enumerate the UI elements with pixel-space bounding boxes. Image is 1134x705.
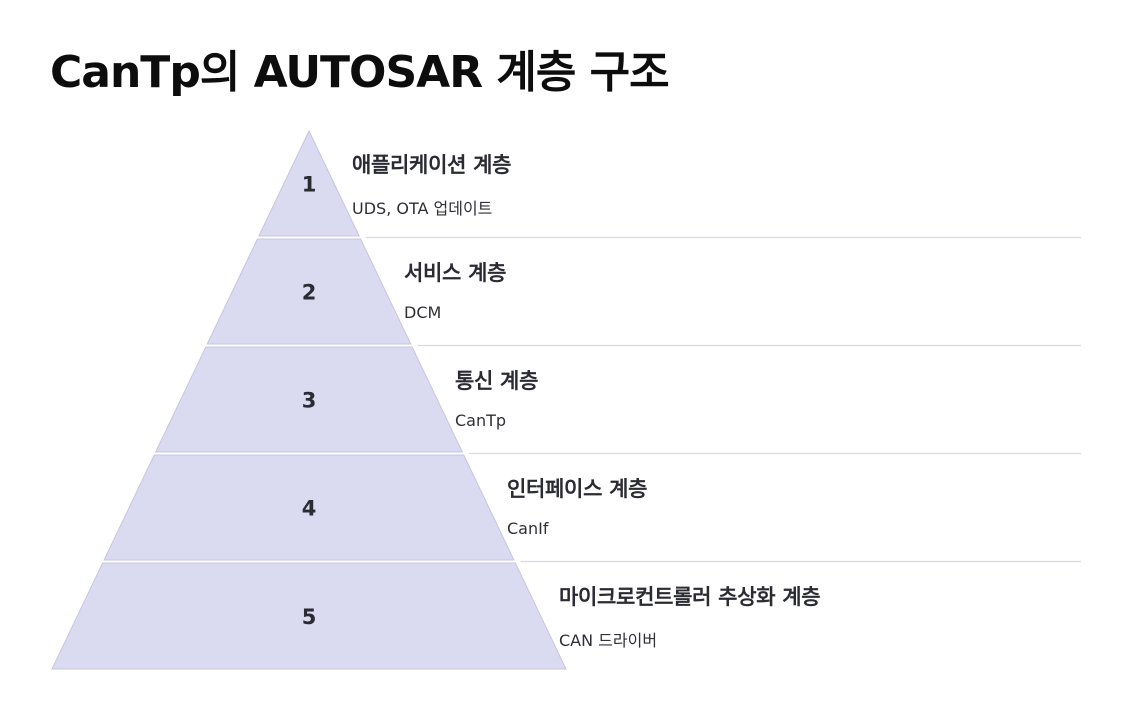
pyramid-tier-3 <box>154 346 464 453</box>
layer-4-title: 인터페이스 계층 <box>507 477 648 501</box>
tier-3-number: 3 <box>302 389 317 413</box>
layer-4-text: 인터페이스 계층 CanIf <box>507 473 647 538</box>
tier-4-number: 4 <box>302 497 317 521</box>
tier-1-number: 1 <box>302 173 317 197</box>
layer-1-description: UDS, OTA 업데이트 <box>352 199 493 218</box>
layer-2-title: 서비스 계층 <box>404 261 507 285</box>
pyramid-tier-2 <box>206 238 412 345</box>
pyramid-tier-5 <box>51 562 567 670</box>
pyramid-tier-4 <box>103 454 515 561</box>
tier-2-number: 2 <box>302 281 317 305</box>
layer-1-text: 애플리케이션 계층 UDS, OTA 업데이트 <box>352 149 511 219</box>
layer-5-title: 마이크로컨트롤러 추상화 계층 <box>559 585 821 609</box>
layer-5-description: CAN 드라이버 <box>559 631 658 650</box>
pyramid-tier-1 <box>258 129 360 237</box>
layer-3-text: 통신 계층 CanTp <box>455 365 538 430</box>
layer-2-description: DCM <box>404 303 442 322</box>
layer-4-description: CanIf <box>507 519 549 538</box>
layer-5-text: 마이크로컨트롤러 추상화 계층 CAN 드라이버 <box>559 581 821 651</box>
page-title: CanTp의 AUTOSAR 계층 구조 <box>50 47 670 98</box>
layer-3-title: 통신 계층 <box>455 369 539 393</box>
layer-2-text: 서비스 계층 DCM <box>404 257 506 322</box>
tier-5-number: 5 <box>302 605 317 629</box>
layer-1-title: 애플리케이션 계층 <box>352 153 512 177</box>
layer-3-description: CanTp <box>455 411 507 430</box>
